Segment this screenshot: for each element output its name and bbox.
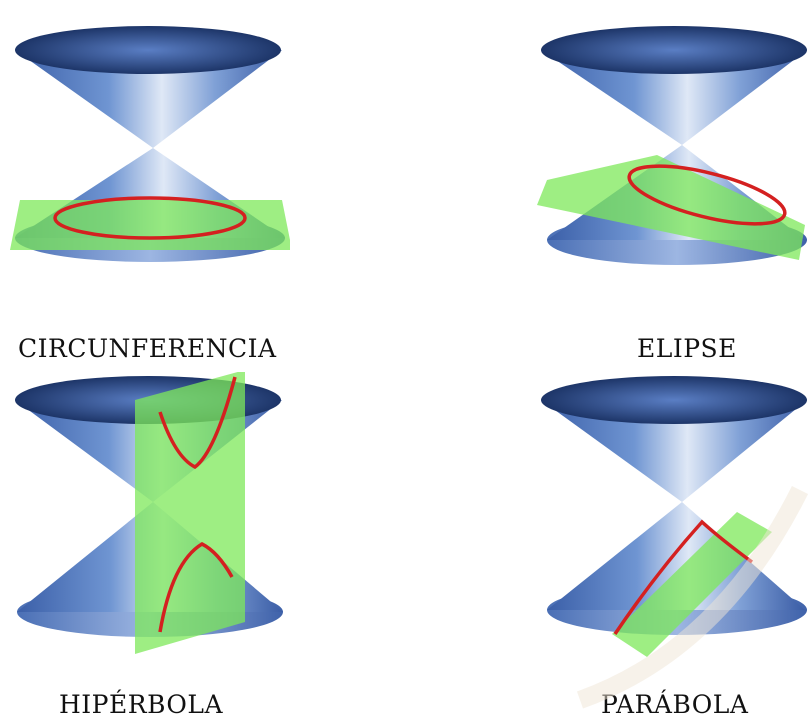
- cone-circle-figure: [10, 26, 290, 262]
- caption-hiperbola: HIPÉRBOLA: [59, 690, 224, 719]
- caption-parabola: PARÁBOLA: [601, 690, 749, 719]
- cutting-plane: [135, 372, 245, 654]
- conic-curve: [613, 519, 754, 635]
- caption-elipse: ELIPSE: [637, 334, 737, 363]
- conic-curve-upper: [158, 376, 237, 470]
- panel-circunferencia: [10, 10, 290, 280]
- cutting-plane: [10, 200, 290, 250]
- panel-hiperbola: [10, 372, 290, 657]
- conic-curve-lower: [158, 542, 234, 633]
- watermark-decoration: [576, 485, 809, 709]
- panel-elipse: [537, 10, 810, 280]
- conic-curve: [53, 196, 247, 240]
- caption-circunferencia: CIRCUNFERENCIA: [18, 334, 277, 363]
- conic-curve: [627, 164, 787, 226]
- cone-hyperbola-figure: [15, 372, 283, 654]
- cone-ellipse-figure: [537, 26, 807, 265]
